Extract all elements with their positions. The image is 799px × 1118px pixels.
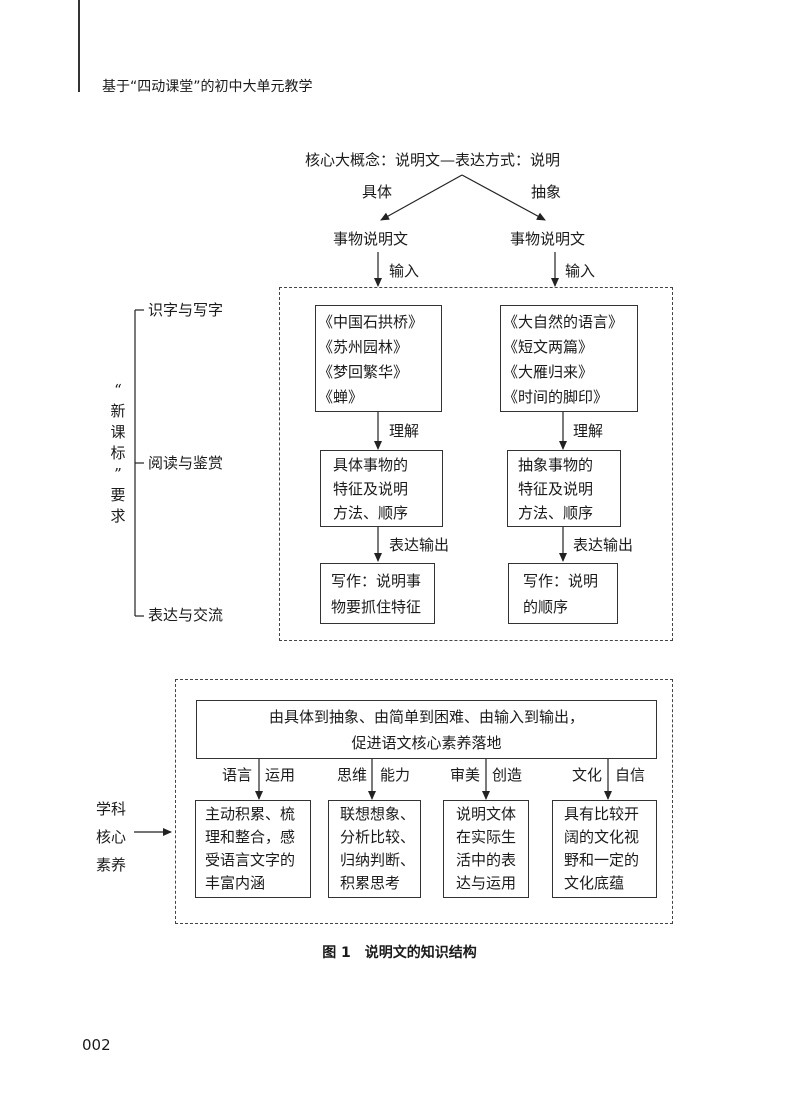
standards-vertical-label: “ 新 课 标 ” 要 求: [110, 381, 126, 525]
right-texts-box: 《大自然的语言》 《短文两篇》 《大雁归来》 《时间的脚印》: [500, 305, 638, 412]
standard-item-writing: 识字与写字: [148, 301, 224, 319]
running-title: 基于“四动课堂”的初中大单元教学: [102, 79, 313, 95]
branch-arrow-right: [461, 174, 546, 221]
literacy-dashed-frame: [175, 679, 673, 924]
curriculum-dashed-frame: [279, 287, 673, 641]
input-label-right: 输入: [565, 262, 596, 280]
competency-label-3a: 审美: [450, 766, 481, 784]
competency-label-1b: 运用: [265, 766, 296, 784]
understand-label-left: 理解: [389, 422, 420, 440]
understand-label-right: 理解: [573, 422, 604, 440]
right-features-box: 抽象事物的 特征及说明 方法、顺序: [507, 450, 621, 527]
competency-label-2b: 能力: [380, 766, 411, 784]
literacy-label: 学科 核心 素养: [96, 800, 127, 874]
right-writing-box: 写作：说明 的顺序: [508, 563, 618, 624]
header-rule: [78, 0, 80, 92]
standard-item-reading: 阅读与鉴赏: [148, 454, 224, 472]
competency-box-culture: 具有比较开 阔的文化视 野和一定的 文化底蕴: [552, 800, 657, 898]
core-goal-box: 由具体到抽象、由简单到困难、由输入到输出， 促进语文核心素养落地: [196, 700, 657, 759]
input-label-left: 输入: [389, 262, 420, 280]
left-features-box: 具体事物的 特征及说明 方法、顺序: [320, 450, 443, 527]
express-label-right: 表达输出: [573, 536, 634, 554]
left-texts-box: 《中国石拱桥》 《苏州园林》 《梦回繁华》 《蝉》: [315, 305, 442, 412]
competency-label-4b: 自信: [615, 766, 646, 784]
type-label-right: 事物说明文: [510, 230, 586, 248]
express-label-left: 表达输出: [389, 536, 450, 554]
competency-label-1a: 语言: [222, 766, 253, 784]
competency-box-thinking: 联想想象、 分析比较、 归纳判断、 积累思考: [328, 800, 421, 898]
core-concept-title: 核心大概念：说明文—表达方式：说明: [305, 151, 561, 169]
branch-label-concrete: 具体: [362, 183, 393, 201]
competency-box-aesthetic: 说明文体 在实际生 活中的表 达与运用: [443, 800, 529, 898]
competency-box-language: 主动积累、梳 理和整合，感 受语言文字的 丰富内涵: [195, 800, 311, 898]
branch-arrow-left: [380, 174, 463, 221]
branch-label-abstract: 抽象: [531, 183, 562, 201]
type-label-left: 事物说明文: [333, 230, 409, 248]
left-writing-box: 写作：说明事 物要抓住特征: [320, 563, 435, 624]
competency-label-4a: 文化: [572, 766, 603, 784]
competency-label-3b: 创造: [492, 766, 523, 784]
standard-item-expression: 表达与交流: [148, 606, 224, 624]
competency-label-2a: 思维: [337, 766, 368, 784]
page-number: 002: [82, 1036, 111, 1054]
figure-caption: 图 1 说明文的知识结构: [322, 945, 477, 961]
